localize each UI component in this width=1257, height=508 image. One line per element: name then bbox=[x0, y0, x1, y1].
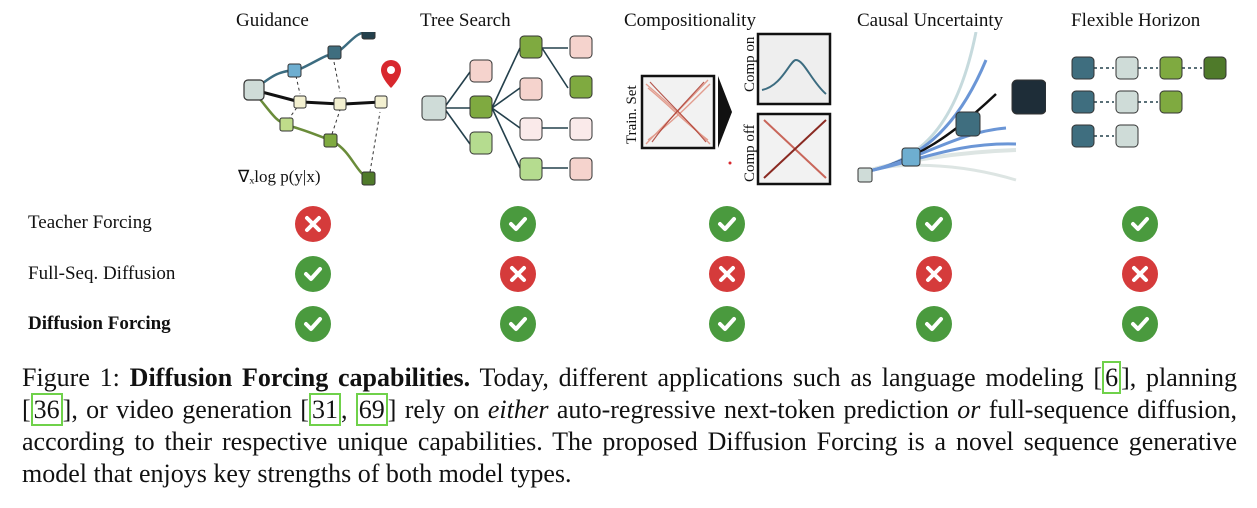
col-header-tree-search: Tree Search bbox=[420, 10, 511, 31]
tree-search-diagram bbox=[421, 35, 593, 181]
flexible-horizon-diagram bbox=[1071, 56, 1227, 148]
cross-icon bbox=[1122, 256, 1158, 292]
check-icon bbox=[709, 306, 745, 342]
row-label-full-seq-diffusion: Full-Seq. Diffusion bbox=[28, 263, 176, 284]
cross-icon bbox=[709, 256, 745, 292]
map-pin-icon bbox=[381, 60, 401, 88]
causal-uncertainty-diagram bbox=[857, 32, 1046, 183]
figure-caption: Figure 1: Diffusion Forcing capabilities… bbox=[22, 361, 1237, 490]
row-label-teacher-forcing: Teacher Forcing bbox=[28, 212, 152, 233]
citation-36[interactable]: 36 bbox=[30, 393, 63, 426]
caption-emphasis-or: or bbox=[957, 395, 981, 424]
col-header-compositionality: Compositionality bbox=[624, 10, 756, 31]
col-header-causal-uncertainty: Causal Uncertainty bbox=[857, 10, 1004, 31]
check-icon bbox=[916, 206, 952, 242]
check-icon bbox=[295, 306, 331, 342]
caption-text-1: Today, different applications such as la… bbox=[470, 363, 1103, 392]
caption-title: Diffusion Forcing capabilities. bbox=[129, 363, 471, 392]
col-header-guidance: Guidance bbox=[236, 10, 309, 31]
check-icon bbox=[500, 206, 536, 242]
caption-emphasis-either: either bbox=[487, 395, 549, 424]
check-icon bbox=[1122, 206, 1158, 242]
comp-off-label: Comp off bbox=[742, 124, 758, 182]
cross-icon bbox=[500, 256, 536, 292]
caption-text-4: , bbox=[340, 395, 356, 424]
citation-69[interactable]: 69 bbox=[355, 393, 388, 426]
check-icon bbox=[916, 306, 952, 342]
comp-on-label: Comp on bbox=[742, 36, 758, 92]
guidance-diagram: ∇ₓlog p(y|x) bbox=[237, 32, 401, 186]
citation-6[interactable]: 6 bbox=[1102, 361, 1122, 394]
row-label-diffusion-forcing: Diffusion Forcing bbox=[28, 313, 171, 334]
caption-text-6: auto-regressive next-token prediction bbox=[548, 395, 958, 424]
compositionality-diagram: Train. Set Comp on Comp off bbox=[624, 32, 832, 186]
citation-31[interactable]: 31 bbox=[308, 393, 341, 426]
check-icon bbox=[500, 306, 536, 342]
cross-icon bbox=[916, 256, 952, 292]
check-icon bbox=[1122, 306, 1158, 342]
cross-icon bbox=[295, 206, 331, 242]
caption-figure-number: Figure 1: bbox=[22, 363, 130, 392]
caption-text-3: ], or video generation [ bbox=[62, 395, 309, 424]
check-icon bbox=[295, 256, 331, 292]
caption-text-2: ], planning [ bbox=[22, 363, 1237, 424]
check-icon bbox=[709, 206, 745, 242]
guidance-formula: ∇ₓlog p(y|x) bbox=[237, 167, 321, 186]
caption-text-5: ] rely on bbox=[387, 395, 488, 424]
train-set-label: Train. Set bbox=[624, 85, 640, 144]
col-header-flexible-horizon: Flexible Horizon bbox=[1071, 10, 1201, 31]
caption-text-7: full-sequence diffusion, according to th… bbox=[22, 395, 1237, 488]
